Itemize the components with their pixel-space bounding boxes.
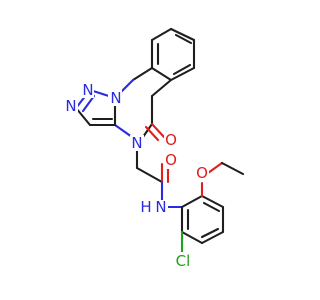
benzo-ring [150, 27, 196, 82]
atom-n-ring: N [131, 134, 142, 152]
substituents [180, 161, 245, 256]
chlorophenyl-ring [180, 194, 225, 245]
chemical-structure: N N N N O O N H O Cl [64, 27, 245, 270]
acetamide-chain [135, 145, 184, 209]
atom-h-amide: H [140, 198, 151, 216]
atom-chlorine: Cl [176, 252, 191, 270]
atom-o-methoxy: O [196, 164, 208, 182]
atom-o-amide: O [165, 151, 177, 169]
atom-n-triazole-2: N [65, 97, 76, 115]
pyrimidinone-ring [113, 66, 173, 142]
atom-o-quinazolinone: O [165, 131, 177, 149]
atom-n-triazole-1: N [82, 81, 93, 99]
atom-n-triazole-3: N [110, 89, 121, 107]
atom-labels: N N N N O O N H O Cl [64, 81, 209, 270]
atom-n-amide: N [155, 198, 166, 216]
